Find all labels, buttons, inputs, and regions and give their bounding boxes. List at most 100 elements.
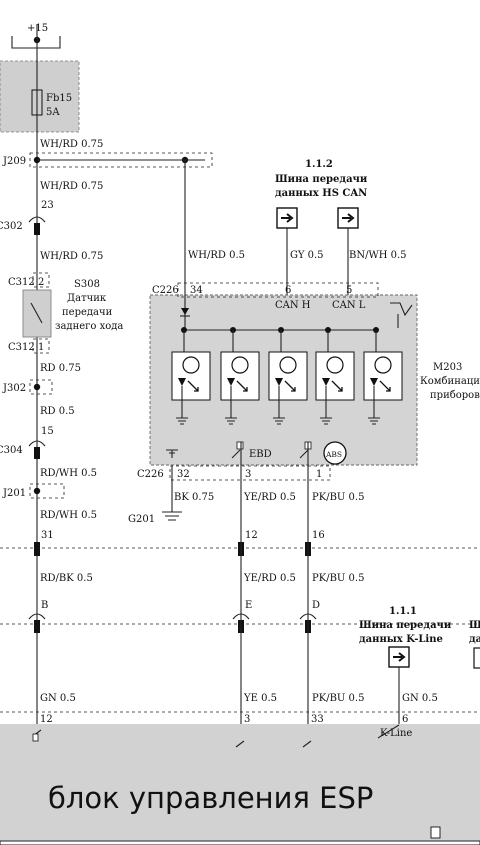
kline-into-ecu: [377, 724, 400, 739]
warning-lamps: [171, 330, 403, 425]
j201-label: J201: [2, 488, 26, 499]
supply-bracket: [11, 36, 61, 49]
lamp-tcs-ground-icon: [320, 417, 332, 425]
wire-ye: YE 0.5: [243, 693, 277, 704]
j201-node: [33, 487, 41, 495]
c302-pin: [34, 223, 40, 235]
kline-edge-box: [473, 647, 480, 669]
fuse-name: Fb15: [46, 93, 72, 104]
abs-switch-icon: [299, 449, 309, 459]
wire-bn-wh: BN/WH 0.5: [349, 250, 407, 261]
lamp-brake-icon: [374, 356, 392, 374]
j209-dashed: [29, 152, 213, 168]
ebd-output-icon: [236, 441, 244, 450]
wire-bk: BK 0.75: [174, 492, 214, 503]
lamp-esp-slip: [268, 330, 308, 425]
wire-rd-wh-2: RD/WH 0.5: [40, 510, 97, 521]
ecu-pin-1: 12: [40, 714, 53, 725]
row1-pin-label-3: 16: [312, 530, 325, 541]
cluster-ground-icon: [166, 449, 178, 458]
wire-rd-wh-1: RD/WH 0.5: [40, 468, 97, 479]
diode-icon: [181, 308, 189, 315]
can-line1: Шина передачи: [275, 174, 368, 185]
ecu-pin-2: 3: [244, 714, 250, 725]
wire-pk-bu-3: PK/BU 0.5: [312, 693, 364, 704]
row1-pin-1: [34, 542, 40, 556]
wire-gn-2: GN 0.5: [402, 693, 438, 704]
wire-wh-rd-2: WH/RD 0.75: [40, 181, 103, 192]
row2-pin-label-1: B: [41, 600, 48, 611]
can-h-arrow-icon: [281, 213, 294, 223]
j302-dashed: [29, 379, 53, 395]
c312-pin1-box: [32, 338, 50, 354]
lamp-abs-ground-icon: [225, 417, 237, 425]
wire-rd-075: RD 0.75: [40, 363, 81, 374]
kline-line1: Шина передачи: [359, 620, 452, 631]
c226-top-label: C226: [152, 285, 179, 296]
fuse-box: [0, 60, 80, 133]
c226-pin34: 34: [190, 285, 203, 296]
kline-edge-2: да: [469, 634, 480, 645]
c302-label: C302: [0, 221, 23, 232]
c304-pin: [34, 447, 40, 459]
lamp-esp-off-icon: [182, 356, 200, 374]
lamp-brake-ground-icon: [368, 417, 380, 425]
wire-pk-bu-2: PK/BU 0.5: [312, 573, 364, 584]
lamp-esp-slip-icon: [279, 356, 297, 374]
kline-line2: данных K-Line: [359, 634, 443, 645]
kline-arrow-icon: [393, 652, 406, 662]
lamp-brake: [363, 330, 403, 425]
c226-pin6: 6: [285, 285, 291, 296]
c312-pin2-box: [32, 272, 50, 288]
ebd-label: EBD: [249, 449, 272, 460]
can-h-label: CAN H: [275, 300, 311, 311]
c304-arc: [28, 440, 46, 447]
ecu-pin1-icon: [32, 733, 39, 742]
wire-wh-rd-1: WH/RD 0.75: [40, 139, 103, 150]
lamp-abs-icon: [231, 356, 249, 374]
abs-warning-icon: [323, 441, 347, 465]
lamp-tcs-icon: [326, 356, 344, 374]
c312-label-bottom: C312: [8, 342, 35, 353]
c226-bottom-label: C226: [137, 469, 164, 480]
c312-pin1: 1: [38, 342, 44, 353]
wire-rd-05: RD 0.5: [40, 406, 75, 417]
c226-bottom-dashed: [169, 465, 331, 481]
ecu-pin3-switch: [302, 740, 312, 748]
esp-ecu-title: блок управления ESP: [48, 781, 373, 815]
g201-label: G201: [128, 514, 155, 525]
wire-wh-rd-3: WH/RD 0.75: [40, 251, 103, 262]
m203-line1: Комбинация: [420, 376, 480, 387]
can-l-arrow-icon: [342, 213, 355, 223]
cluster-transistor-icon: [390, 302, 413, 317]
row2-pin-label-2: E: [245, 600, 252, 611]
can-ref: 1.1.2: [305, 159, 333, 170]
wire-gy: GY 0.5: [290, 250, 324, 261]
c302-pin-num: 23: [41, 200, 54, 211]
m203-line2: приборов: [430, 390, 480, 401]
kline-edge-1: Ш: [469, 620, 480, 631]
s308-line2: передачи: [62, 307, 113, 318]
wire-ye-rd-1: YE/RD 0.5: [243, 492, 296, 503]
lamp-abs: [220, 330, 260, 425]
s308-line1: Датчик: [67, 293, 107, 304]
can-line2: данных HS CAN: [275, 188, 367, 199]
lamp-tcs: [315, 330, 355, 425]
ecu-corner-icon: [430, 826, 441, 839]
s308-line3: заднего хода: [55, 321, 123, 332]
c226-pin5: 5: [346, 285, 352, 296]
lamp-esp-off: [171, 330, 211, 425]
j209-label: J209: [2, 156, 26, 167]
ecu-pin2-switch: [235, 740, 245, 748]
row1-pin-label-2: 12: [245, 530, 258, 541]
c226-pin32: 32: [177, 469, 190, 480]
wire-wh-rd-05: WH/RD 0.5: [188, 250, 245, 261]
g201-ground-icon: [162, 511, 182, 521]
c312-label-top: C312: [8, 277, 35, 288]
kline-ref: 1.1.1: [389, 606, 417, 617]
fuse-rating: 5A: [46, 107, 60, 118]
c304-label: C304: [0, 445, 23, 456]
row1-pin-label-1: 31: [41, 530, 54, 541]
s308-id: S308: [74, 279, 100, 290]
